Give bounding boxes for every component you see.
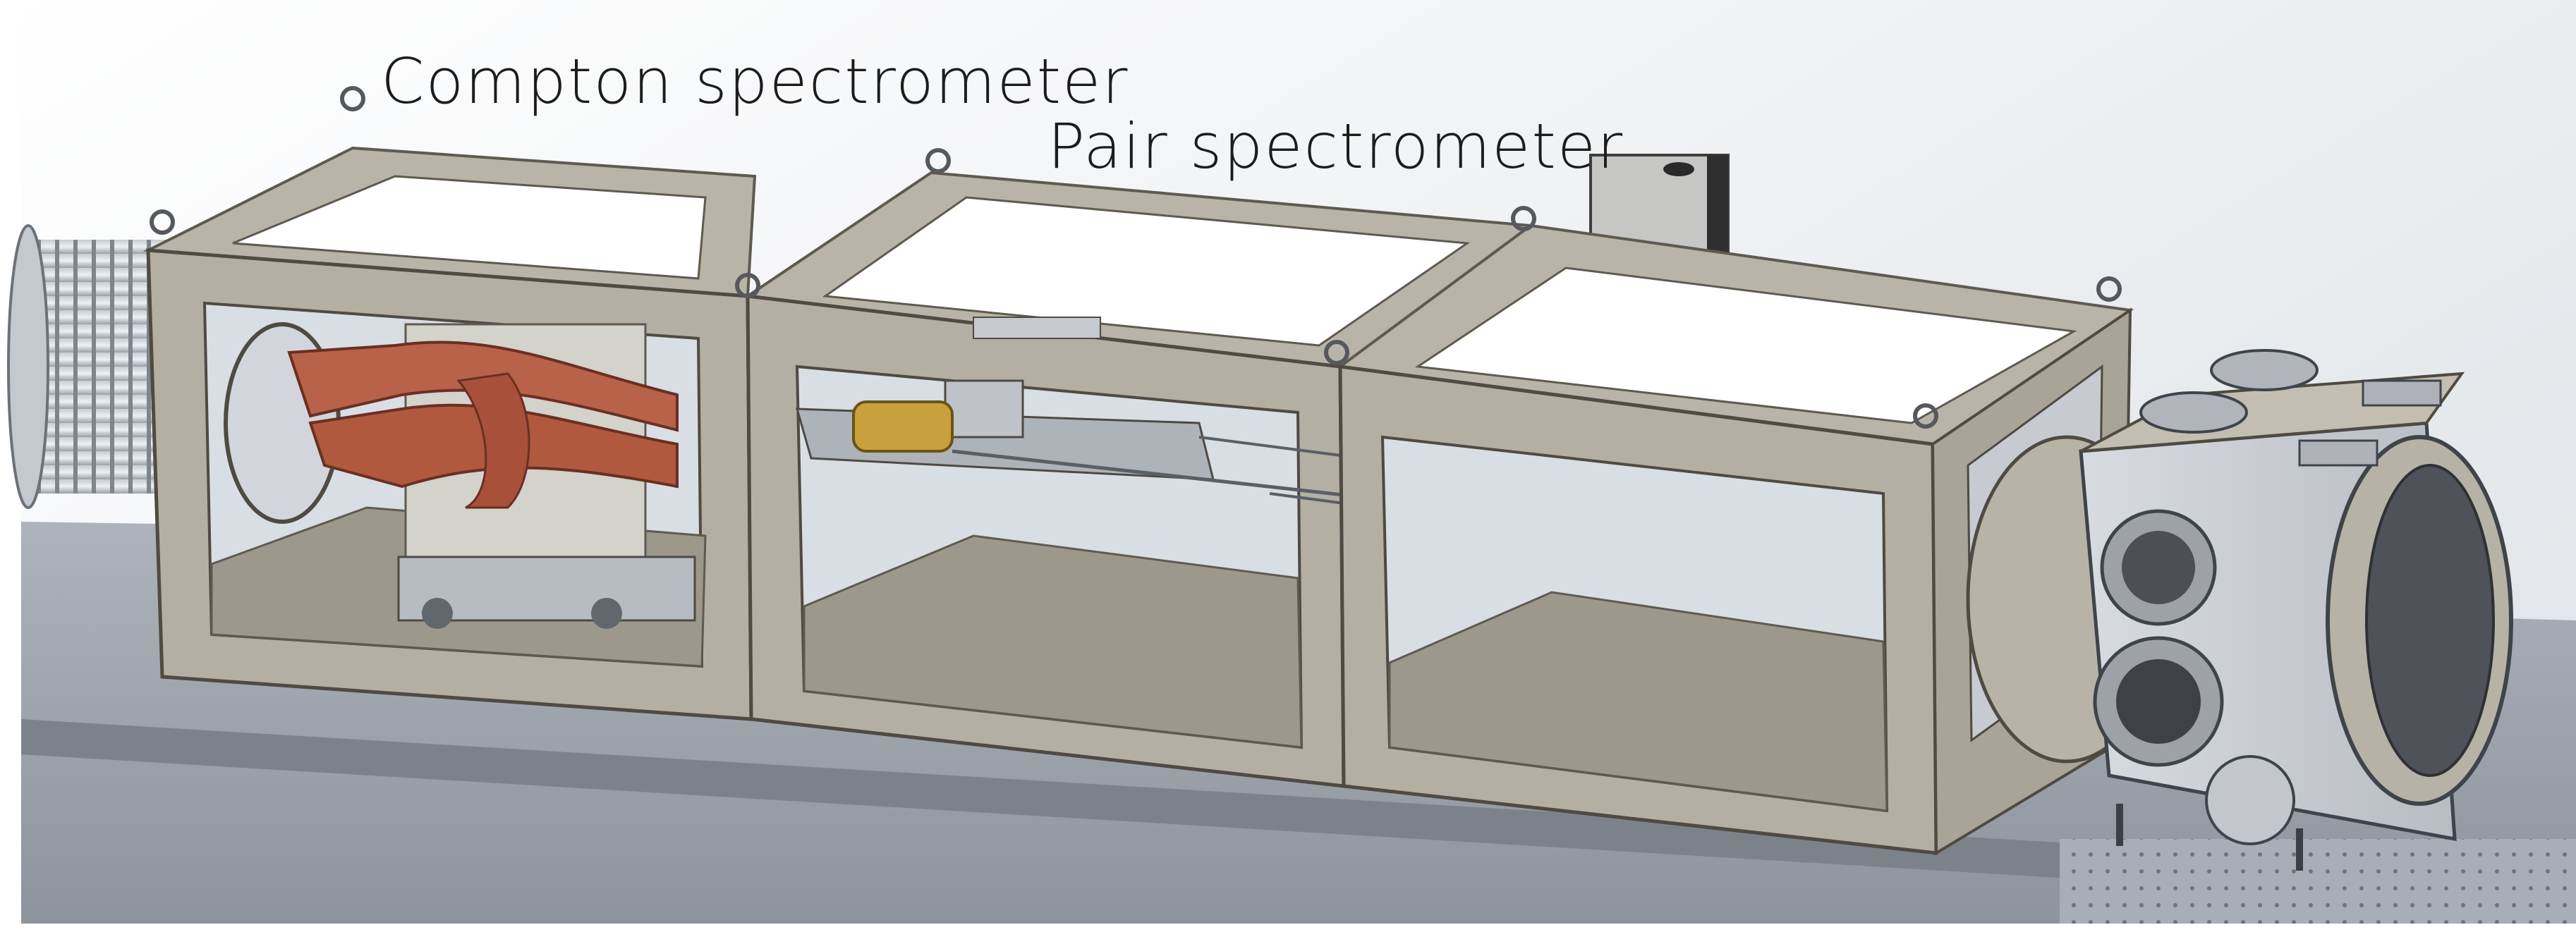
feedthrough-flange xyxy=(2205,755,2295,845)
compton-magnet xyxy=(287,323,696,629)
compton-spectrometer-label: Compton spectrometer xyxy=(381,45,1129,118)
chamber-legs xyxy=(2116,804,2303,871)
pair-spectrometer-label: Pair spectrometer xyxy=(1047,110,1624,183)
vacuum-chamber xyxy=(1966,349,2513,845)
motor xyxy=(852,400,954,453)
eye-bolts xyxy=(150,86,2122,429)
